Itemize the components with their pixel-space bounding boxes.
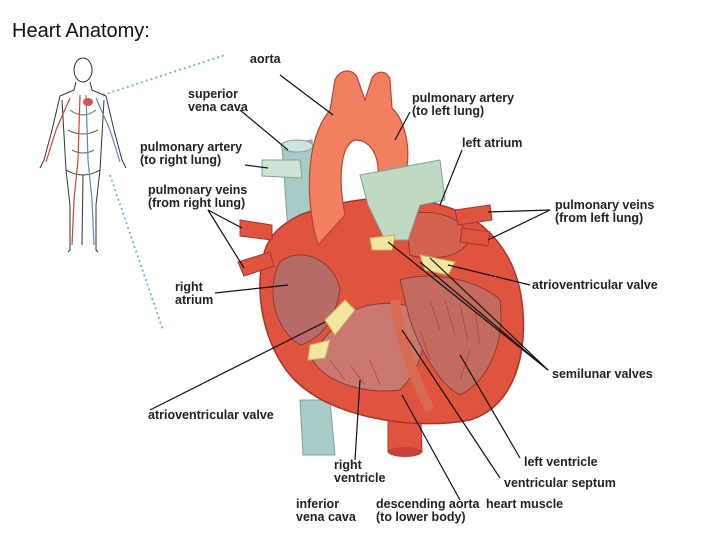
label-left-atrium: left atrium bbox=[462, 137, 522, 150]
label-descending-aorta: descending aorta(to lower body) bbox=[376, 498, 480, 524]
label-left-ventricle: left ventricle bbox=[524, 456, 598, 469]
label-pulmonary-veins-right: pulmonary veins(from right lung) bbox=[148, 184, 247, 210]
semilunar-valve-pulmonary bbox=[370, 235, 395, 250]
pulmonary-vein-right-upper bbox=[240, 220, 272, 240]
label-heart-muscle: heart muscle bbox=[486, 498, 563, 511]
label-atrioventricular-valve-right: atrioventricular valve bbox=[148, 409, 274, 422]
label-ventricular-septum: ventricular septum bbox=[504, 477, 616, 490]
label-pulmonary-artery-right: pulmonary artery(to right lung) bbox=[140, 141, 242, 167]
label-pulmonary-veins-left: pulmonary veins(from left lung) bbox=[555, 199, 654, 225]
label-semilunar-valves: semilunar valves bbox=[552, 368, 653, 381]
body-vessels bbox=[46, 95, 120, 245]
pulmonary-artery-right bbox=[262, 160, 302, 178]
label-aorta: aorta bbox=[250, 53, 281, 66]
label-pulmonary-artery-left: pulmonary artery(to left lung) bbox=[412, 92, 514, 118]
body-figure bbox=[40, 58, 126, 252]
pulmonary-vein-left-upper bbox=[455, 205, 492, 225]
inferior-vena-cava bbox=[300, 400, 335, 455]
label-atrioventricular-valve-left: atrioventricular valve bbox=[532, 279, 658, 292]
